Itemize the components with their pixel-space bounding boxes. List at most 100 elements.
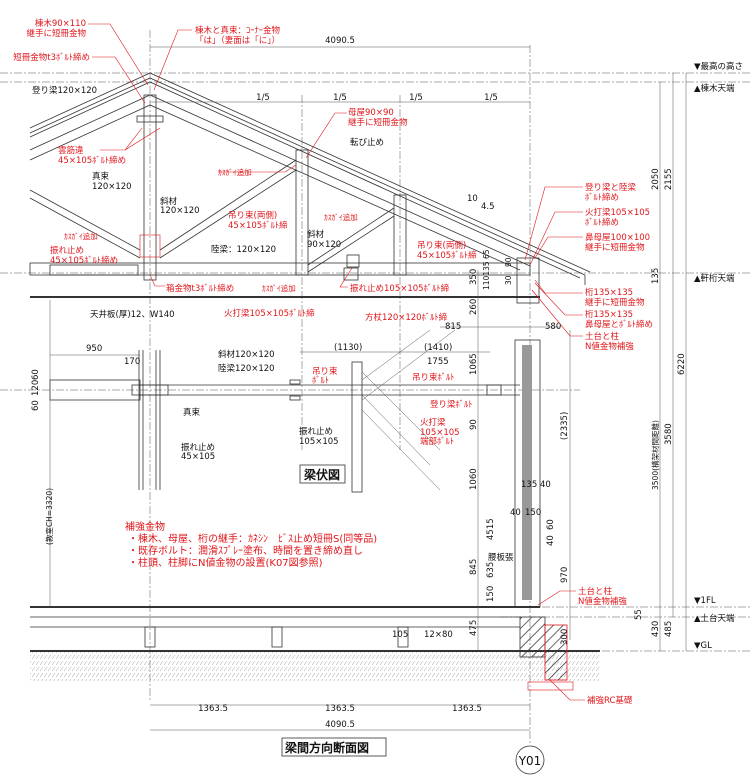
label-tie-beam: 陸梁：120×120	[211, 244, 276, 255]
label-diagonal-size: 120×120	[160, 206, 200, 216]
dim-635: 635	[486, 562, 496, 578]
note-plan-horizontal-brace-size: 105×105	[420, 428, 460, 438]
dim-430: 430	[651, 621, 661, 637]
dim-485: 485	[664, 621, 674, 637]
dim-2155: 2155	[664, 168, 674, 190]
level-1fl: ▼1FL	[694, 596, 716, 606]
dim-60: 60	[546, 519, 556, 530]
note-purlin: 母屋90×90	[348, 108, 394, 118]
annotations: 棟木90×110 継手に短冊金物 棟木と真束：ｺｰﾅｰ金物 「は」（妻面は「に」…	[13, 18, 653, 706]
note-horizontal-brace-bolt: ﾎﾞﾙﾄ締め	[585, 217, 619, 228]
dim-970: 970	[560, 567, 570, 583]
note-horizontal-brace: 火打梁105×105ﾎﾞﾙﾄ締	[224, 308, 315, 319]
dim-30: 30	[504, 275, 513, 285]
dimension-lines	[49, 46, 687, 731]
label-plan-brace-size: 45×105	[181, 452, 215, 462]
note-clamp: ｶｽｶﾞｲ追加	[64, 231, 98, 241]
note-knee-brace: 方杖120×120ﾎﾞﾙﾄ締	[365, 312, 448, 323]
dim-4515: 4515	[486, 518, 496, 540]
label-king-post: 真束	[92, 171, 110, 182]
dim-845: 845	[469, 559, 479, 575]
label-plan-king-post: 真束	[183, 407, 201, 418]
note-rafter-tie: 登り梁と陸梁	[585, 182, 637, 193]
note-plan-horizontal-brace: 火打梁	[420, 417, 446, 428]
dim-135: 135	[521, 480, 537, 490]
note-rafter-tie-bolt: ﾎﾞﾙﾄ締め	[585, 192, 619, 203]
dim-2335: (2335)	[560, 412, 570, 440]
dim-3580: 3580	[664, 423, 674, 445]
note-sway-brace: 振れ止め	[50, 245, 84, 256]
notes-heading: 補強金物	[125, 520, 165, 533]
note-corner-hardware: 棟木と真束：ｺｰﾅｰ金物	[195, 25, 281, 36]
notes-item: ・棟木、母屋、桁の継手：ｶﾈｼﾝ ﾋﾞｽ止め短冊S(同等品)	[128, 532, 377, 545]
note-clamp: ｶｽｶﾞｲ追加	[324, 212, 358, 222]
dim-fifth: 1/5	[409, 93, 423, 103]
note-rc-foundation: 補強RC基礎	[587, 695, 633, 706]
dim-580: 580	[545, 322, 561, 332]
note-girder: 桁135×135	[585, 287, 633, 298]
level-top: ▼最高の高さ	[694, 61, 743, 72]
dim-135: 135	[651, 268, 661, 284]
dimension-texts: 4090.5 1/5 1/5 1/5 1/5 10 4.5 2050 2155 …	[31, 36, 687, 730]
label-diagonal-size: 90×120	[307, 240, 341, 250]
note-ridge-joint: 継手に短冊金物	[26, 28, 86, 39]
label-plan-tie-beam: 陸梁120×120	[218, 363, 275, 374]
dim-bay: 1363.5	[198, 704, 228, 714]
note-plan-hanging-post: 吊り束	[312, 367, 338, 377]
note-girder-bolt: 鼻母屋とﾎﾞﾙﾄ締め	[585, 319, 653, 330]
note-hanging-post: 吊り束(両側)	[228, 210, 277, 221]
note-plan-rafter-bolt: 登り梁ﾎﾞﾙﾄ	[430, 399, 473, 410]
dim-1755: 1755	[427, 357, 449, 367]
truss	[29, 94, 540, 304]
label-plan-diagonal: 斜材120×120	[218, 349, 275, 360]
label-plan-brace: 振れ止め	[299, 426, 333, 437]
dim-6220: 6220	[677, 353, 687, 375]
dim-815: 815	[445, 322, 461, 332]
dim-475: 475	[469, 620, 479, 636]
label-diagonal: 斜材	[307, 229, 325, 240]
note-hanging-post-size: 45×105ﾎﾞﾙﾄ締	[228, 220, 288, 231]
dim-260: 260	[469, 299, 479, 315]
note-clamp: ｶｽｶﾞｲ追加	[218, 167, 252, 177]
label-plan-brace-size: 105×105	[299, 437, 339, 447]
label-ceiling-board: 天井板(厚)12、W140	[90, 309, 175, 320]
note-sill-post: 土台と柱	[578, 586, 613, 597]
label-anti-rollover: 転び止め	[350, 137, 384, 148]
note-corner-type: 「は」（妻面は「に」）	[195, 35, 280, 46]
note-cloud-brace-size: 45×105ﾎﾞﾙﾄ締め	[58, 155, 126, 166]
note-girder-joint: 継手に短冊金物	[585, 297, 645, 308]
note-hanging-post: 吊り束(両側)	[417, 240, 466, 251]
note-sill-post: 土台と柱	[585, 331, 620, 342]
dim-1065: 1065	[469, 353, 479, 375]
dim-60: 60	[31, 369, 41, 380]
dim-span-bottom: 4090.5	[325, 720, 355, 730]
slope-run: 10	[467, 194, 478, 204]
level-markers: ▼最高の高さ ▲棟木天端 ▲軒桁天端 ▼1FL ▲土台天端 ▼GL	[694, 61, 743, 651]
label-rafter: 登り梁120×120	[32, 85, 97, 96]
grid-label-y01: Y01	[518, 754, 542, 768]
dim-950: 950	[86, 344, 102, 354]
note-girder: 桁135×135	[585, 309, 633, 320]
ceiling-height: (教室CH=3320)	[44, 488, 54, 545]
dim-span-top: 4090.5	[325, 36, 355, 46]
label-plan-brace: 振れ止め	[181, 442, 215, 453]
dim-40: 40	[510, 508, 521, 518]
level-sill: ▲土台天端	[694, 613, 735, 624]
note-sway-brace-size: 45×105ﾎﾞﾙﾄ締め	[50, 255, 118, 266]
note-n-value-hardware: N値金物補強	[585, 341, 634, 352]
floor-foundation	[30, 606, 600, 691]
note-strap-plate: 短冊金物t3ﾎﾞﾙﾄ締め	[13, 52, 90, 63]
notes-item: ・既存ボルト：潤滑ｽﾌﾟﾚｰ塗布、時間を置き締め直し	[128, 544, 363, 557]
plan-title-box	[299, 464, 346, 484]
notes-item: ・柱頭、柱脚にN値金物の設置(K07図参照)	[128, 556, 323, 569]
member-labels: 登り梁120×120 真束 120×120 斜材 120×120 転び止め 斜材…	[32, 85, 514, 563]
dim-12x80: 12×80	[424, 630, 453, 640]
note-plan-hanging-bolt: 吊り束ﾎﾞﾙﾄ	[412, 373, 455, 383]
note-sway-brace-105: 振れ止め105×105ﾎﾞﾙﾄ締	[350, 283, 450, 294]
dim-2050: 2050	[651, 168, 661, 190]
dim-90: 90	[504, 257, 513, 267]
dim-40: 40	[546, 535, 556, 546]
note-cloud-brace: 雲筋違	[58, 145, 84, 156]
dim-110-135-65: 110135 65	[482, 249, 491, 290]
